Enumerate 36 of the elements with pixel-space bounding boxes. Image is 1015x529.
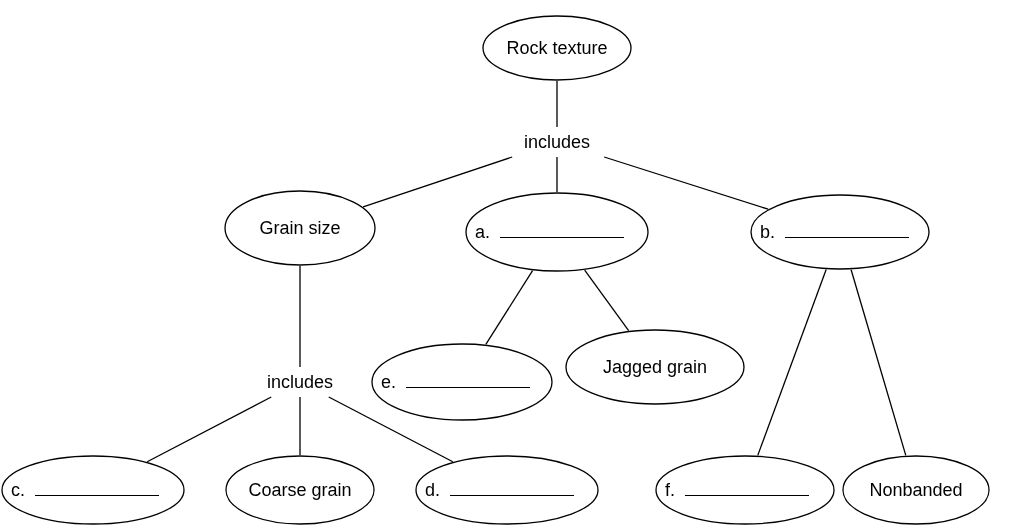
connector-line (299, 396, 301, 456)
concept-ellipse (465, 192, 649, 272)
concept-ellipse (482, 15, 632, 81)
connector-line (299, 265, 301, 368)
connector-line (146, 396, 272, 463)
concept-label: Grain size (259, 217, 341, 239)
connector-line (556, 156, 558, 193)
concept-ellipse (371, 343, 553, 421)
concept-ellipse (655, 455, 835, 525)
connector-line (485, 269, 534, 345)
connector-line (584, 269, 630, 332)
concept-ellipse (565, 329, 745, 405)
linking-word: includes (266, 371, 333, 393)
connector-line (850, 269, 907, 456)
item-letter: d. (425, 479, 440, 501)
concept-label: Jagged grain (602, 356, 708, 378)
concept-label: Rock texture (506, 37, 608, 59)
item-letter: c. (11, 479, 25, 501)
connector-line (556, 80, 558, 128)
concept-ellipse (415, 455, 599, 525)
item-letter: b. (760, 221, 775, 243)
connector-line (328, 396, 454, 463)
concept-ellipse (1, 455, 185, 525)
connector-line (757, 268, 827, 456)
connector-line (603, 156, 769, 210)
item-letter: a. (475, 221, 490, 243)
concept-label: Coarse grain (248, 479, 352, 501)
item-letter: f. (665, 479, 675, 501)
concept-ellipse (842, 455, 990, 525)
item-letter: e. (381, 371, 396, 393)
concept-ellipse (224, 190, 376, 266)
concept-ellipse (750, 194, 930, 270)
concept-label: Nonbanded (869, 479, 963, 501)
linking-word: includes (523, 131, 590, 153)
connector-line (362, 156, 513, 208)
concept-ellipse (225, 455, 375, 525)
